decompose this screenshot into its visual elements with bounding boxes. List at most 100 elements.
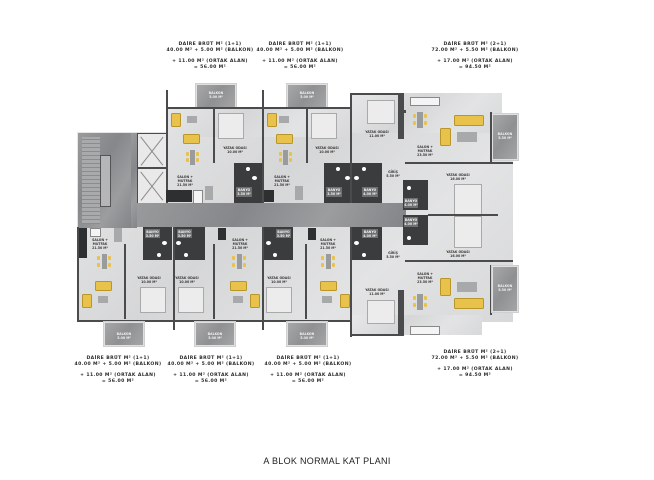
wall [405, 260, 513, 262]
armchair-icon [82, 294, 92, 308]
chair-icon [243, 256, 246, 260]
bed-icon [367, 100, 395, 124]
balcony-bottom-2: BALKON 5.00 M² [195, 322, 235, 346]
chair-icon [424, 121, 427, 125]
caption-area: 72.00 M² + 5.50 M² (BALKON) [431, 48, 519, 53]
room-label-bedroom: YATAK ODASI 11.00 M² [365, 288, 389, 296]
tv-unit [187, 116, 197, 123]
caption-common: + 11.00 M² (ORTAK ALAN) [262, 59, 338, 64]
chair-icon [232, 263, 235, 267]
caption-total: = 56.00 M² [283, 65, 317, 70]
armchair-icon [340, 294, 350, 308]
bath-label-box: BANYO 4.00 M² [362, 187, 378, 197]
caption-type: DAİRE BRÜT M² (2+1) [443, 350, 507, 355]
wall [350, 93, 352, 203]
cabinet [114, 228, 122, 242]
cabinet [205, 186, 213, 200]
chair-icon [186, 152, 189, 156]
bath-label-box: BANYO 3.50 M² [145, 229, 160, 238]
wall [262, 90, 264, 203]
chair-icon [413, 296, 416, 300]
caption-type: DAİRE BRÜT M² (1+1) [268, 42, 332, 47]
wall [262, 320, 352, 322]
toilet-icon [162, 241, 167, 245]
chair-icon [321, 263, 324, 267]
chair-icon [424, 296, 427, 300]
lobby [131, 133, 137, 228]
caption-common: + 11.00 M² (ORTAK ALAN) [270, 373, 346, 378]
kitchen-counter [79, 228, 87, 258]
wall [262, 227, 264, 330]
chair-icon [196, 158, 199, 162]
sink-icon [157, 253, 161, 257]
sink-icon [362, 253, 366, 257]
caption-area: 40.00 M² + 5.00 M² (BALKON) [256, 48, 344, 53]
sink-icon [407, 186, 411, 190]
caption-area: 40.00 M² + 5.00 M² (BALKON) [167, 362, 255, 367]
room-label-bedroom: YATAK ODASI 10.00 M² [267, 276, 291, 284]
sink-icon [407, 236, 411, 240]
wall [352, 334, 404, 336]
room-label-bathroom: BANYO 3.50 M² [276, 230, 291, 238]
tv-unit [98, 296, 108, 303]
armchair-icon [267, 113, 277, 127]
room-label-living: SALON + MUTFAK 21.50 M² [320, 238, 336, 250]
room-label-bathroom: BANYO 4.00 M² [404, 218, 418, 226]
dining-table [283, 150, 288, 165]
wall [305, 244, 307, 319]
chair-icon [424, 303, 427, 307]
sofa-icon [320, 281, 337, 291]
chair-icon [279, 158, 282, 162]
chair-icon [424, 114, 427, 118]
room-label-bedroom: YATAK ODASI 16.00 M² [446, 173, 470, 181]
room-label-bedroom: YATAK ODASI 10.00 M² [175, 276, 199, 284]
kitchen-counter [308, 228, 316, 240]
chair-icon [108, 256, 111, 260]
wall [404, 110, 406, 113]
sink-icon [246, 167, 250, 171]
coffee-table [457, 282, 477, 292]
unit-area-caption-bottom-4: DAİRE BRÜT M² (2+1) 72.00 M² + 5.50 M² (… [420, 350, 530, 379]
caption-total: = 94.50 M² [458, 65, 492, 70]
wall [173, 320, 263, 322]
sofa-icon [276, 134, 293, 144]
toilet-icon [176, 241, 181, 245]
dining-table [417, 294, 423, 310]
room-label-bedroom: YATAK ODASI 10.00 M² [223, 146, 247, 154]
bed-icon [178, 287, 204, 313]
wall [124, 244, 126, 319]
toilet-icon [266, 241, 271, 245]
chair-icon [196, 152, 199, 156]
plan-title: A BLOK NORMAL KAT PLANI [263, 456, 391, 466]
sofa-icon [454, 298, 484, 309]
chair-icon [97, 263, 100, 267]
kitchen-counter [218, 228, 226, 240]
room-label-living: SALON + MUTFAK 21.50 M² [232, 238, 248, 250]
room-label-bedroom: YATAK ODASI 10.00 M² [137, 276, 161, 284]
caption-total: = 56.00 M² [101, 379, 135, 384]
kitchen-counter [264, 190, 274, 202]
wall [77, 320, 173, 322]
chair-icon [332, 256, 335, 260]
caption-common: + 11.00 M² (ORTAK ALAN) [173, 373, 249, 378]
caption-common: + 17.00 M² (ORTAK ALAN) [437, 367, 513, 372]
room-label-living: SALON + MUTFAK 21.50 M² [92, 238, 108, 250]
room-label-living: SALON + MUTFAK 23.50 M² [417, 272, 433, 284]
unit-area-caption-top-3: DAİRE BRÜT M² (2+1) 72.00 M² + 5.50 M² (… [420, 42, 530, 71]
room-label-balcony: BALKON 5.00 M² [299, 91, 315, 99]
kitchen-counter [410, 97, 440, 106]
bath-label-box: BANYO 3.50 M² [177, 229, 192, 238]
room-label-bedroom: YATAK ODASI 16.00 M² [446, 250, 470, 258]
chair-icon [279, 152, 282, 156]
balcony-bottom-1: BALKON 5.00 M² [104, 322, 144, 346]
room-label-bedroom: YATAK ODASI 10.00 M² [315, 146, 339, 154]
chair-icon [332, 263, 335, 267]
room-label-balcony: BALKON 5.00 M² [299, 332, 315, 340]
caption-common: + 17.00 M² (ORTAK ALAN) [437, 59, 513, 64]
bed-icon [218, 113, 244, 139]
stairs [82, 137, 100, 224]
elevator-2 [137, 168, 167, 204]
room-label-balcony: BALKON 5.00 M² [208, 91, 224, 99]
caption-area: 40.00 M² + 5.00 M² (BALKON) [74, 362, 162, 367]
central-corridor [131, 203, 406, 227]
